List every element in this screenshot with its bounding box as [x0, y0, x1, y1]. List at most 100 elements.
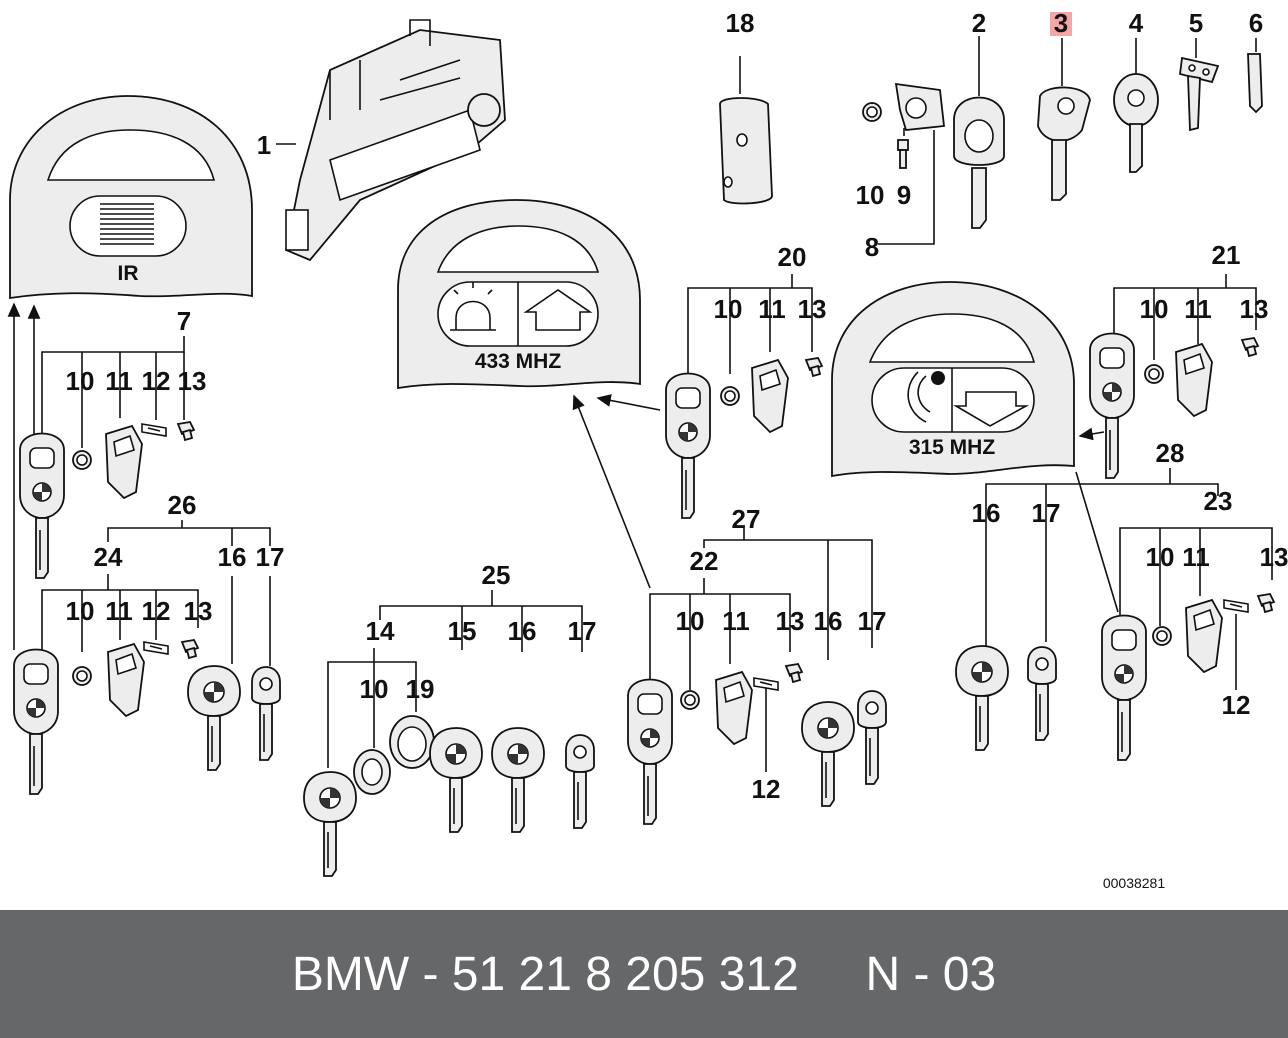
label-3-highlight	[1050, 12, 1072, 36]
remote-key-22	[627, 678, 673, 825]
screw-23-13	[1257, 593, 1275, 613]
round-key-28-16	[955, 645, 1009, 751]
label-27: 27	[732, 504, 761, 534]
cover-20-11	[751, 359, 789, 433]
slim-key-27-17	[857, 690, 887, 785]
reference-number: 00038281	[1103, 875, 1166, 891]
label-22-12: 12	[752, 774, 781, 804]
key-3	[1037, 86, 1091, 201]
mhz315-caption: 315 MHZ	[909, 436, 996, 459]
label-21: 21	[1212, 240, 1241, 270]
label-23: 23	[1204, 486, 1233, 516]
ring-24-10	[72, 666, 92, 686]
lock-cylinder-housing	[894, 82, 945, 131]
arrows	[7, 302, 1119, 650]
footer-brand: BMW	[291, 947, 410, 1001]
label-4: 4	[1129, 8, 1144, 38]
label-14: 14	[366, 616, 395, 646]
label-14-10: 10	[360, 674, 389, 704]
transmitter-module	[719, 97, 773, 205]
label-20-11: 11	[758, 294, 786, 324]
footer-gap	[799, 947, 866, 1002]
round-key-25-15	[429, 727, 483, 833]
label-21-11: 11	[1184, 294, 1212, 324]
remote-key-23	[1101, 614, 1147, 761]
key-4	[1113, 73, 1159, 173]
label-24-11: 11	[105, 596, 133, 626]
screw-22-13	[785, 663, 803, 683]
ir-caption: IR	[118, 262, 139, 285]
label-9: 9	[897, 180, 911, 210]
round-key-14	[303, 771, 357, 877]
label-28: 28	[1156, 438, 1185, 468]
label-23-12: 12	[1222, 690, 1251, 720]
footer-part-number: 51 21 8 205 312	[451, 947, 799, 1001]
label-27-16: 16	[814, 606, 843, 636]
ir-key-cover: IR	[9, 95, 253, 300]
label-23-11: 11	[1182, 542, 1210, 572]
ring-21-10	[1144, 364, 1164, 384]
small-ring-10	[862, 102, 882, 122]
footer-position: N - 03	[865, 947, 997, 1001]
part-number-footer: BMW - 51 21 8 205 312 N - 03	[0, 910, 1288, 1038]
cover-24-11	[107, 643, 145, 717]
label-7-11: 11	[105, 366, 133, 396]
ring-23-10	[1152, 626, 1172, 646]
remote-key-24	[13, 648, 59, 795]
label-21-13: 13	[1240, 294, 1269, 324]
cover-22-11	[715, 671, 753, 745]
label-20-13: 13	[798, 294, 827, 324]
label-24-10: 10	[66, 596, 95, 626]
ring-7-10	[72, 450, 92, 470]
screw-20-13	[805, 357, 823, 377]
label-7-12: 12	[142, 366, 171, 396]
label-24-13: 13	[184, 596, 213, 626]
cover-21-11	[1175, 343, 1213, 417]
cover-433mhz: 433 MHZ	[397, 199, 641, 390]
label-25-16: 16	[508, 616, 537, 646]
label-7: 7	[177, 306, 191, 336]
label-26: 26	[168, 490, 197, 520]
label-7-13: 13	[178, 366, 207, 396]
ring-20-10	[720, 386, 740, 406]
key-5	[1179, 56, 1220, 132]
label-18: 18	[726, 8, 755, 38]
ring-22-10	[680, 690, 700, 710]
label-6: 6	[1249, 8, 1263, 38]
plate-23-12	[1223, 599, 1249, 613]
label-28-16: 16	[972, 498, 1001, 528]
cover-23-11	[1185, 599, 1223, 673]
key-2	[953, 96, 1005, 229]
label-24: 24	[94, 542, 123, 572]
label-20-10: 10	[714, 294, 743, 324]
label-22: 22	[690, 546, 719, 576]
pin-9	[897, 139, 909, 169]
label-25-15: 15	[448, 616, 477, 646]
label-27-17: 17	[858, 606, 887, 636]
label-22-10: 10	[676, 606, 705, 636]
label-23-10: 10	[1146, 542, 1175, 572]
label-26-17: 17	[256, 542, 285, 572]
label-23-13: 13	[1260, 542, 1288, 572]
screw-7-13	[177, 421, 195, 441]
label-21-10: 10	[1140, 294, 1169, 324]
round-key-26-16	[187, 665, 241, 771]
slim-key-26-17	[251, 666, 281, 761]
label-8: 8	[865, 232, 879, 262]
door-handle-assembly	[284, 19, 506, 262]
footer-separator: -	[409, 947, 452, 1001]
slim-key-25-17	[565, 734, 595, 829]
plate-22-12	[753, 677, 779, 691]
label-22-11: 11	[722, 606, 750, 636]
exploded-parts-diagram: IR	[7, 8, 1288, 891]
screw-21-13	[1241, 337, 1259, 357]
label-10-top: 10	[856, 180, 885, 210]
cover-315mhz: 315 MHZ	[831, 281, 1075, 478]
cover-7-11	[105, 425, 143, 499]
remote-key-7	[19, 432, 65, 579]
slim-key-28-17	[1027, 646, 1057, 741]
label-25: 25	[482, 560, 511, 590]
round-key-25-16	[491, 727, 545, 833]
screw-24-13	[181, 639, 199, 659]
label-5: 5	[1189, 8, 1203, 38]
